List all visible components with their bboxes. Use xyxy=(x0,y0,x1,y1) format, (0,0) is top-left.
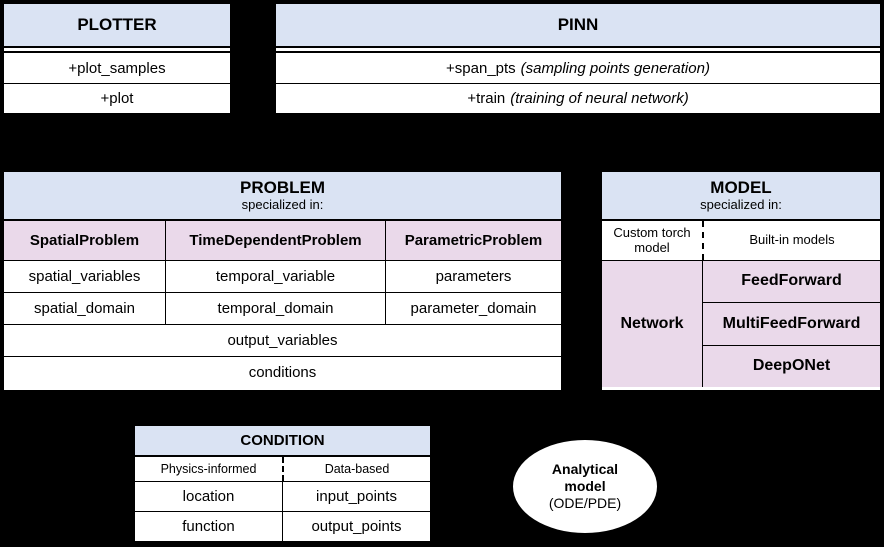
condition-header: CONDITION xyxy=(135,426,430,455)
model-class-box: MODEL specialized in: Custom torch model… xyxy=(600,170,882,392)
condition-attribute-row: location input_points xyxy=(135,481,430,511)
condition-attribute-cell[interactable]: output_points xyxy=(282,512,430,541)
plotter-header: PLOTTER xyxy=(4,4,230,46)
analytical-model-ellipse[interactable]: Analytical model (ODE/PDE) xyxy=(511,438,659,535)
model-subtitle: specialized in: xyxy=(700,196,782,212)
pinn-separator xyxy=(276,46,880,53)
pinn-method-row[interactable]: +span_pts (sampling points generation) xyxy=(276,53,880,83)
problem-specialization-timedependent[interactable]: TimeDependentProblem xyxy=(165,221,385,260)
pinn-method-note: (sampling points generation) xyxy=(520,59,710,77)
plotter-method-label: +plot xyxy=(100,90,134,107)
plotter-title: PLOTTER xyxy=(77,15,157,35)
problem-specialization-row: SpatialProblem TimeDependentProblem Para… xyxy=(4,219,561,260)
connector-drop-problem xyxy=(278,143,280,170)
pinn-method-label: +span_pts xyxy=(446,59,516,77)
model-builtin-multifeedforward[interactable]: MultiFeedForward xyxy=(703,302,880,345)
connector-pinn-vertical xyxy=(572,120,574,145)
model-network-cell[interactable]: Network xyxy=(602,261,702,387)
label: conditions xyxy=(248,364,317,381)
plotter-method-label: +plot_samples xyxy=(68,59,166,77)
pinn-method-row[interactable]: +train (training of neural network) xyxy=(276,83,880,113)
plotter-separator xyxy=(4,46,230,53)
connector-plotter-pinn xyxy=(232,57,276,59)
model-builtin-deeponet[interactable]: DeepONet xyxy=(703,344,880,387)
connector-condition-vertical xyxy=(281,399,283,425)
label: spatial_domain xyxy=(34,299,135,317)
label: output_variables xyxy=(227,332,338,349)
condition-category-physics-informed: Physics-informed xyxy=(135,457,282,481)
label: DeepONet xyxy=(752,357,831,375)
problem-title: PROBLEM xyxy=(240,178,325,198)
label: Network xyxy=(620,314,684,332)
problem-specialization-spatial[interactable]: SpatialProblem xyxy=(4,221,165,260)
model-header: MODEL specialized in: xyxy=(602,172,880,219)
label: input_points xyxy=(316,487,397,505)
label: temporal_variable xyxy=(215,267,336,285)
problem-shared-row[interactable]: output_variables xyxy=(4,324,561,356)
problem-attribute-row: spatial_variables temporal_variable para… xyxy=(4,260,561,292)
pinn-method-note: (training of neural network) xyxy=(510,90,689,107)
connector-pinn-horizontal-bar xyxy=(278,143,674,145)
connector-analytical-to-condition xyxy=(434,478,522,480)
condition-attribute-cell[interactable]: function xyxy=(135,512,282,541)
pinn-header: PINN xyxy=(276,4,880,46)
model-category-builtin: Built-in models xyxy=(702,221,880,260)
problem-specialization-parametric[interactable]: ParametricProblem xyxy=(385,221,561,260)
problem-header: PROBLEM specialized in: xyxy=(4,172,561,219)
label: Data-based xyxy=(324,461,390,476)
connector-endpoint-circle-plotter xyxy=(236,52,247,63)
label: TimeDependentProblem xyxy=(189,231,362,249)
condition-title: CONDITION xyxy=(240,431,325,449)
label: Custom torch model xyxy=(613,224,691,255)
problem-attribute-cell[interactable]: parameters xyxy=(385,261,561,292)
label: output_points xyxy=(311,517,402,535)
model-category-custom: Custom torch model xyxy=(602,221,702,260)
label: SpatialProblem xyxy=(29,231,140,249)
analytical-model-line2: model xyxy=(564,478,606,495)
model-title: MODEL xyxy=(710,178,772,198)
pinn-title: PINN xyxy=(557,15,599,35)
problem-subtitle: specialized in: xyxy=(241,196,324,212)
analytical-model-line3: (ODE/PDE) xyxy=(548,494,622,511)
problem-attribute-cell[interactable]: parameter_domain xyxy=(385,293,561,324)
label: FeedForward xyxy=(741,272,842,290)
label: parameters xyxy=(435,267,512,285)
problem-attribute-row: spatial_domain temporal_domain parameter… xyxy=(4,292,561,324)
pinn-class-box: PINN +span_pts (sampling points generati… xyxy=(274,2,882,113)
problem-attribute-cell[interactable]: temporal_variable xyxy=(165,261,385,292)
condition-class-box: CONDITION Physics-informed Data-based lo… xyxy=(133,424,432,543)
condition-attribute-cell[interactable]: location xyxy=(135,482,282,511)
plotter-method-row[interactable]: +plot_samples xyxy=(4,53,230,83)
condition-attribute-cell[interactable]: input_points xyxy=(282,482,430,511)
label: ParametricProblem xyxy=(404,231,543,249)
analytical-model-line1: Analytical xyxy=(551,461,619,478)
condition-category-data-based: Data-based xyxy=(282,457,430,481)
condition-attribute-row: function output_points xyxy=(135,511,430,541)
problem-attribute-cell[interactable]: spatial_variables xyxy=(4,261,165,292)
model-category-row: Custom torch model Built-in models xyxy=(602,219,880,260)
problem-shared-row[interactable]: conditions xyxy=(4,356,561,388)
plotter-method-row[interactable]: +plot xyxy=(4,83,230,113)
label: location xyxy=(182,487,235,505)
plotter-class-box: PLOTTER +plot_samples +plot xyxy=(2,2,232,113)
label: parameter_domain xyxy=(410,299,537,317)
problem-attribute-cell[interactable]: spatial_domain xyxy=(4,293,165,324)
label: Physics-informed xyxy=(160,461,257,476)
problem-class-box: PROBLEM specialized in: SpatialProblem T… xyxy=(2,170,563,392)
model-body-row: Network FeedForward MultiFeedForward Dee… xyxy=(602,260,880,387)
label: temporal_domain xyxy=(217,299,334,317)
label: function xyxy=(182,517,235,535)
label: spatial_variables xyxy=(28,267,141,285)
connector-drop-model xyxy=(672,143,674,170)
condition-category-row: Physics-informed Data-based xyxy=(135,455,430,481)
label: MultiFeedForward xyxy=(722,314,861,332)
label: Built-in models xyxy=(749,232,835,248)
problem-attribute-cell[interactable]: temporal_domain xyxy=(165,293,385,324)
pinn-method-label: +train xyxy=(467,90,506,107)
model-builtin-feedforward[interactable]: FeedForward xyxy=(703,261,880,303)
